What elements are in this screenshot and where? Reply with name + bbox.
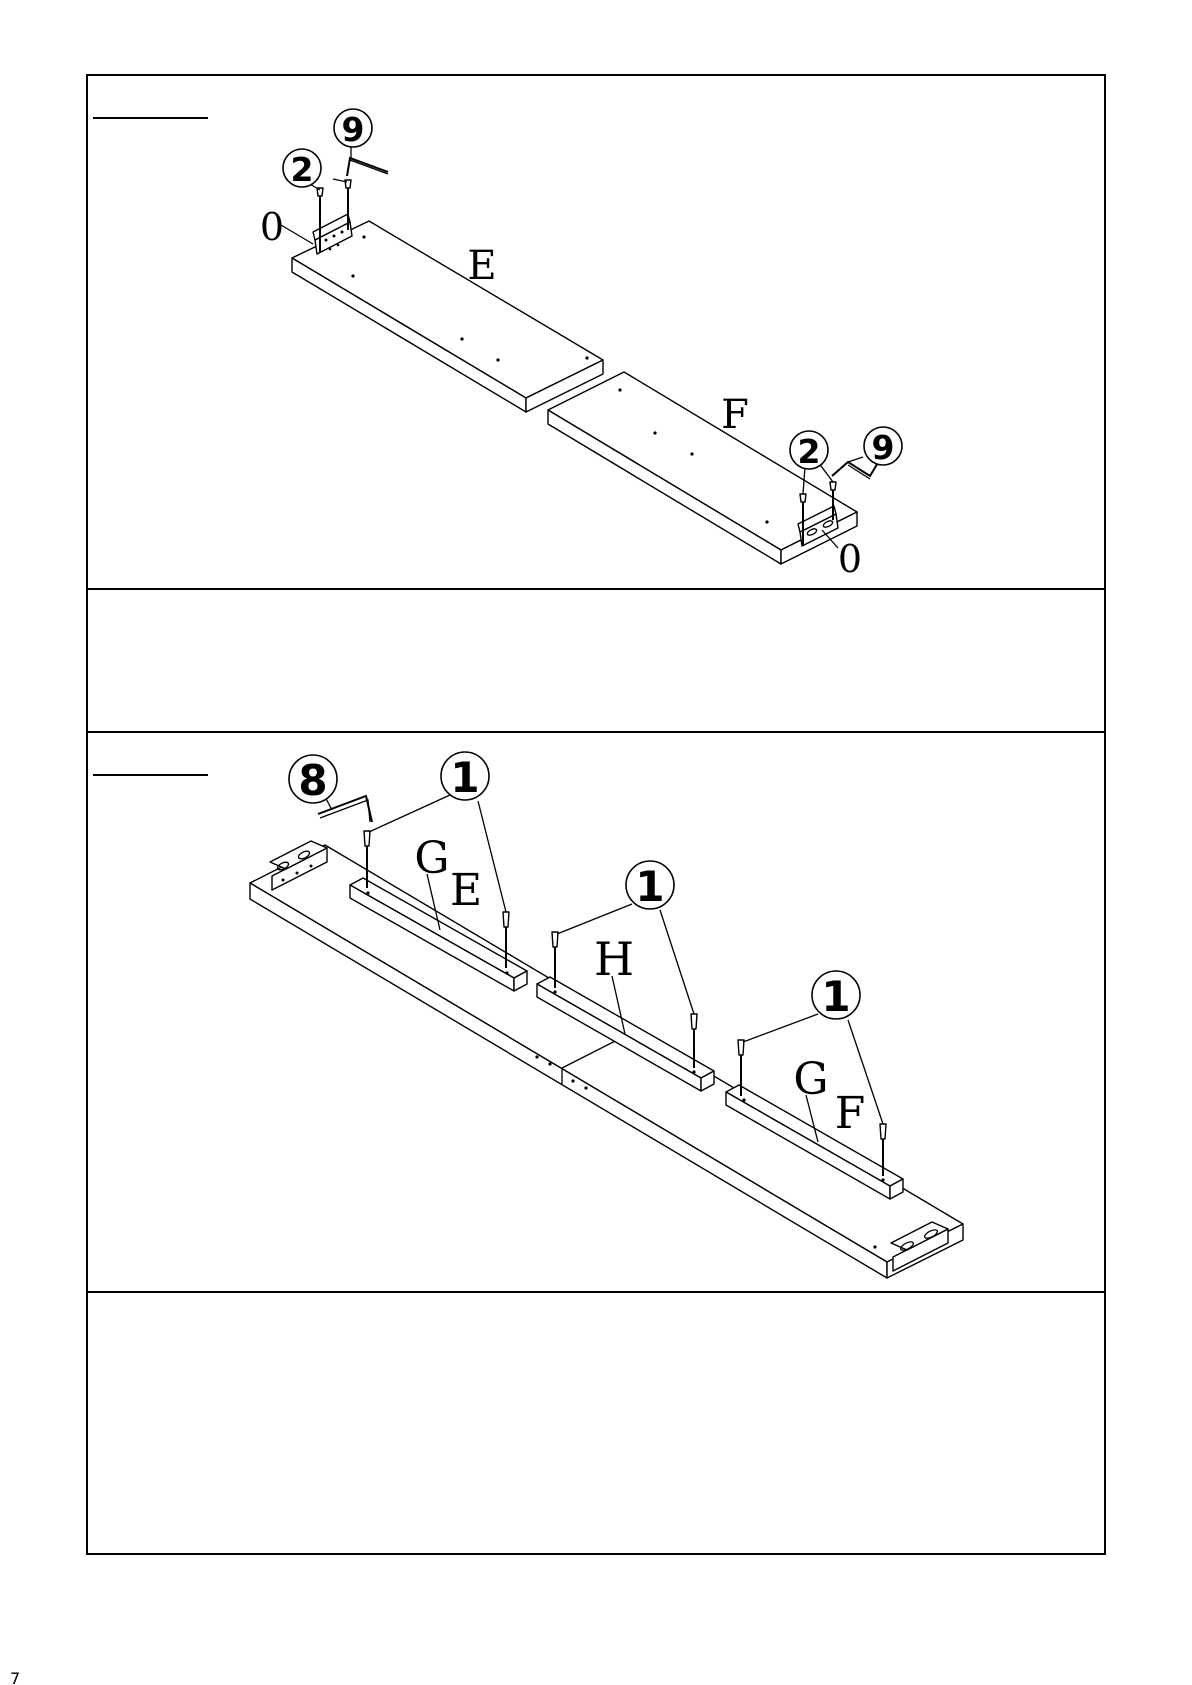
leader-0-left — [281, 225, 313, 244]
leader-1-a — [369, 795, 450, 832]
leader-1-b — [478, 801, 506, 912]
label-batten-h: H — [594, 932, 634, 986]
leader-9-right — [848, 457, 863, 462]
callout-1-right-text: 1 — [821, 972, 850, 1021]
step1-text-frame — [87, 589, 1105, 732]
joined-panel-ef — [250, 845, 963, 1278]
step1-frame — [87, 75, 1105, 589]
label-panel-f: F — [721, 392, 749, 438]
label-0-left: 0 — [260, 205, 284, 249]
label-batten-g-left: G — [414, 833, 449, 884]
leader-1-d — [660, 910, 694, 1014]
step1-diagram: 2 9 0 E F 2 9 0 — [260, 109, 902, 581]
label-panel-e: E — [467, 243, 496, 289]
label-panel-f-step2: F — [835, 1088, 866, 1139]
callout-9-left-text: 9 — [342, 110, 365, 149]
label-batten-g-right: G — [793, 1054, 828, 1105]
callout-9-right-text: 9 — [872, 428, 895, 467]
leader-1-e — [743, 1014, 818, 1042]
allen-key-9-left-edge — [350, 160, 388, 174]
step2-diagram: 8 1 1 1 G E H G F — [250, 752, 963, 1278]
callout-2-left-text: 2 — [291, 150, 314, 189]
label-0-right: 0 — [838, 537, 862, 581]
callout-8-text: 8 — [298, 756, 327, 805]
callout-2-right-text: 2 — [798, 432, 821, 471]
callout-1-left-text: 1 — [450, 753, 479, 802]
page-number: 7 — [10, 1669, 20, 1685]
panel-e — [292, 221, 603, 412]
callout-1-middle-text: 1 — [635, 862, 664, 911]
step2-text-frame — [87, 1292, 1105, 1554]
leader-1-c — [557, 904, 632, 934]
allen-key-9-right-edge — [848, 465, 870, 479]
label-panel-e-step2: E — [450, 865, 482, 916]
